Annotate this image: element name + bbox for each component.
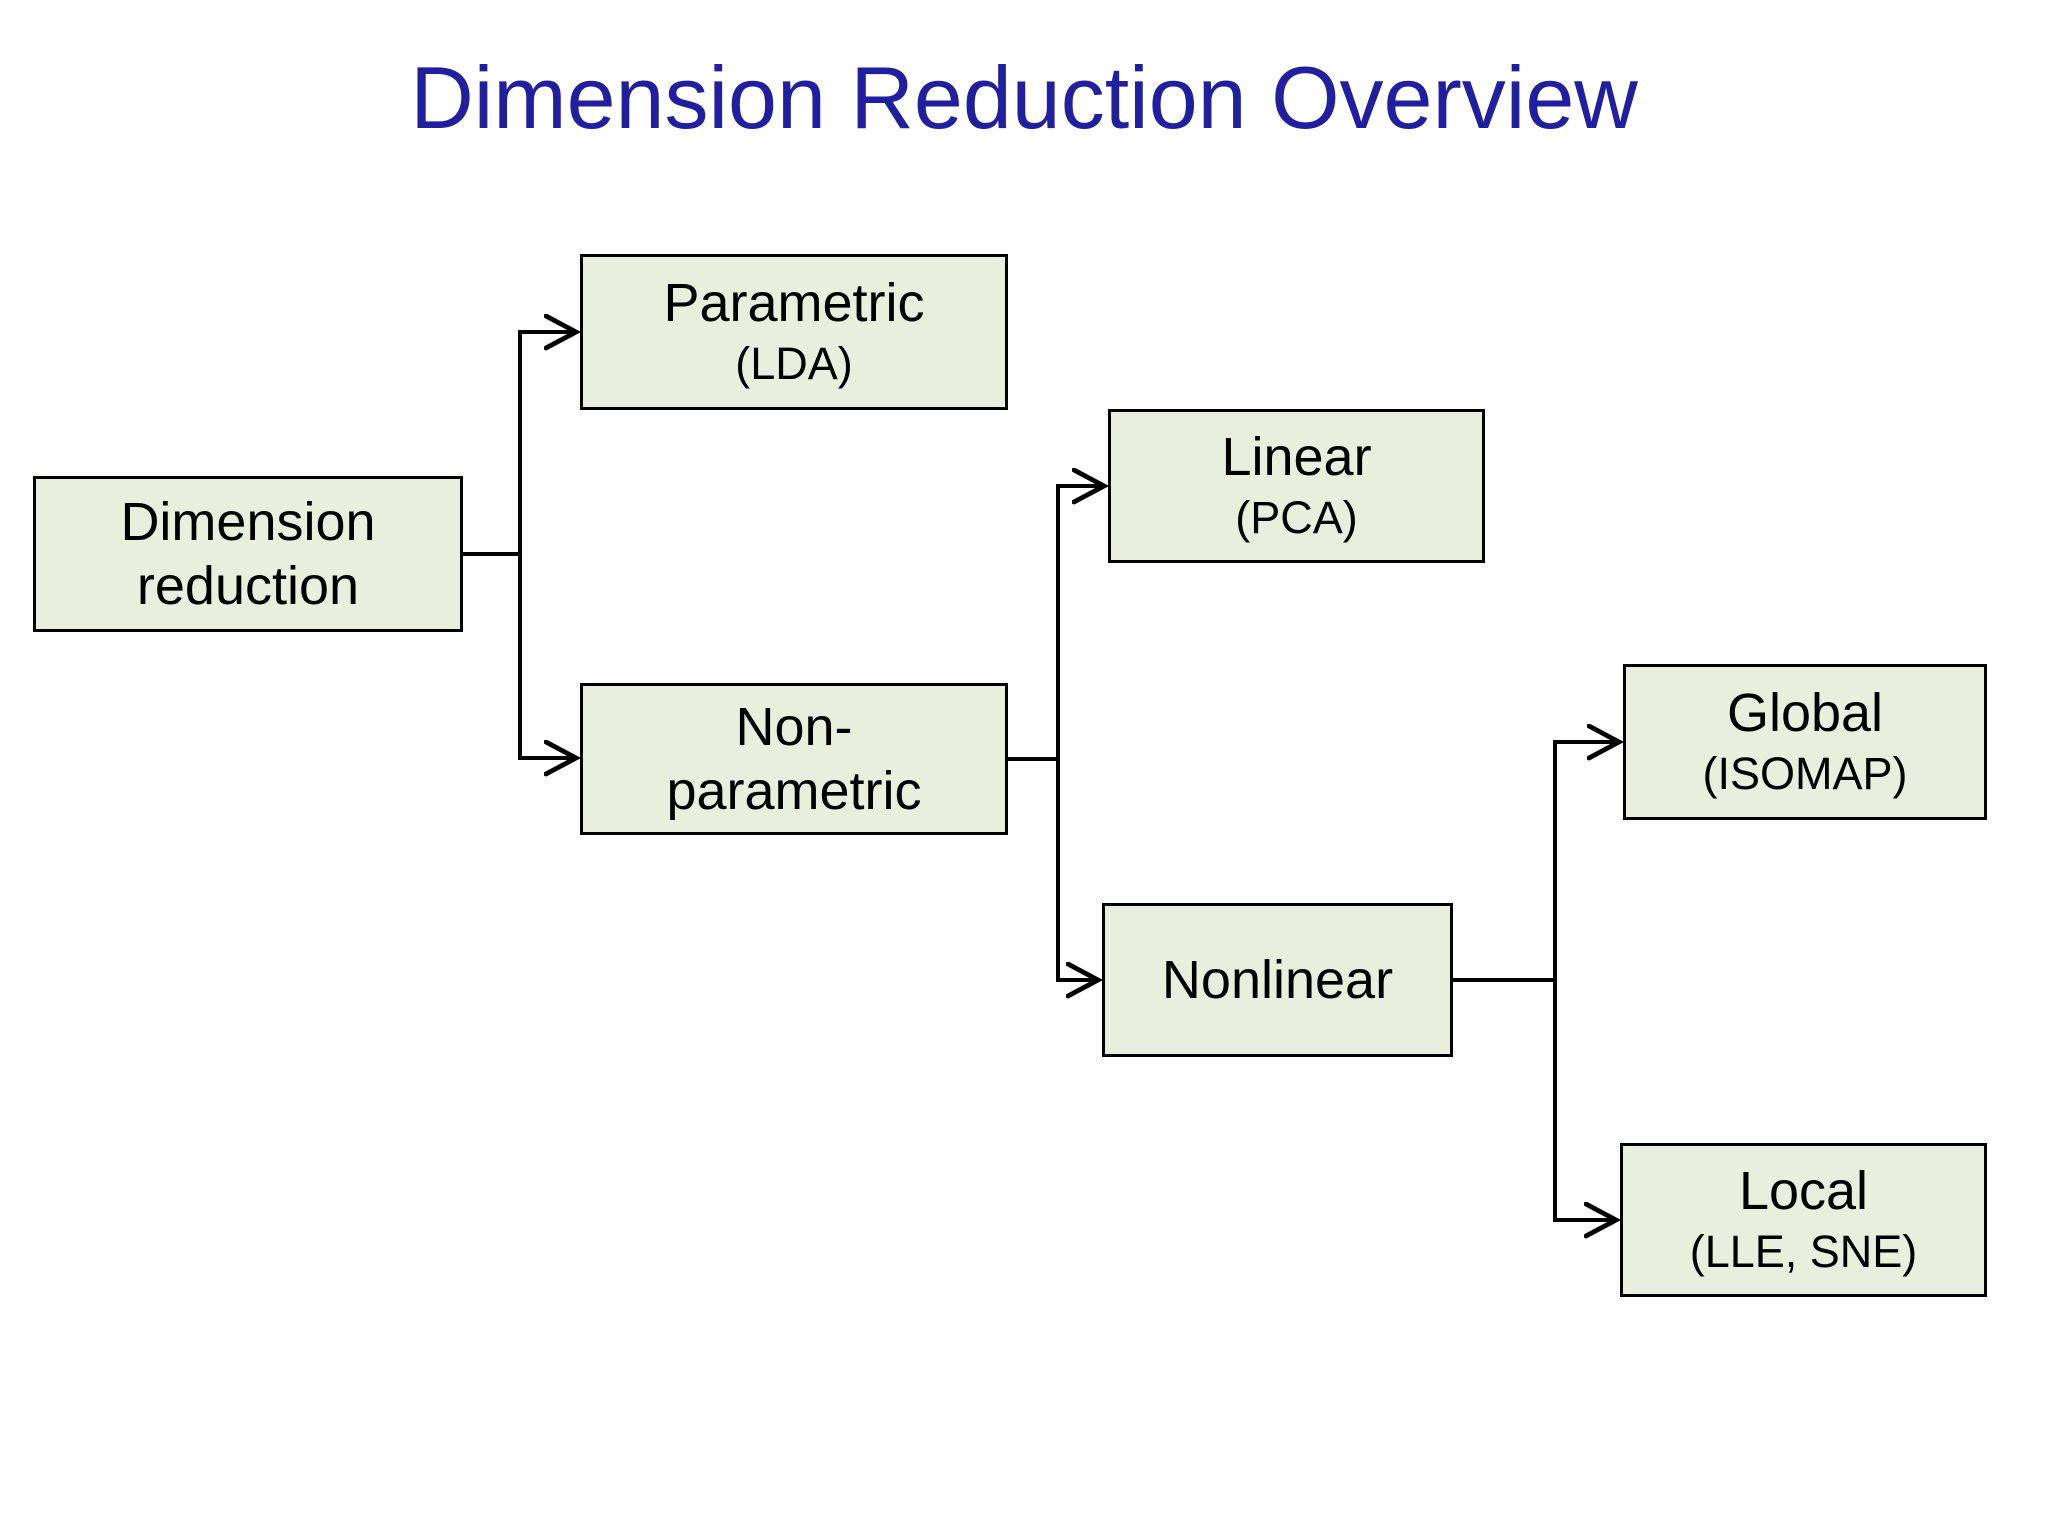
node-sublabel: (LDA) bbox=[735, 338, 853, 389]
node-local: Local (LLE, SNE) bbox=[1620, 1143, 1987, 1297]
node-parametric: Parametric (LDA) bbox=[580, 254, 1008, 410]
node-sublabel: (ISOMAP) bbox=[1702, 748, 1908, 799]
node-non-parametric: Non- parametric bbox=[580, 683, 1008, 835]
edge-nonlinear-to-local bbox=[1553, 980, 1616, 1220]
node-label: Local bbox=[1738, 1161, 1869, 1221]
node-sublabel: (PCA) bbox=[1235, 492, 1358, 543]
node-label: Non- parametric bbox=[666, 697, 922, 821]
node-label: Global bbox=[1726, 683, 1884, 743]
edge-dimension-reduction-to-parametric bbox=[463, 332, 576, 556]
edge-non-parametric-to-nonlinear bbox=[1056, 759, 1098, 980]
edge-dimension-reduction-to-non-parametric bbox=[518, 554, 576, 758]
node-nonlinear: Nonlinear bbox=[1102, 903, 1453, 1057]
node-linear: Linear (PCA) bbox=[1108, 409, 1485, 563]
node-dimension-reduction: Dimension reduction bbox=[33, 476, 463, 632]
node-label: Nonlinear bbox=[1161, 950, 1394, 1010]
node-label: Linear bbox=[1221, 427, 1372, 487]
node-label: Parametric bbox=[663, 273, 925, 333]
slide-title: Dimension Reduction Overview bbox=[410, 48, 1638, 147]
node-global: Global (ISOMAP) bbox=[1623, 664, 1987, 820]
node-sublabel: (LLE, SNE) bbox=[1689, 1226, 1918, 1277]
edge-non-parametric-to-linear bbox=[1008, 486, 1104, 761]
node-label: Dimension reduction bbox=[120, 492, 376, 616]
edge-nonlinear-to-global bbox=[1453, 742, 1619, 982]
